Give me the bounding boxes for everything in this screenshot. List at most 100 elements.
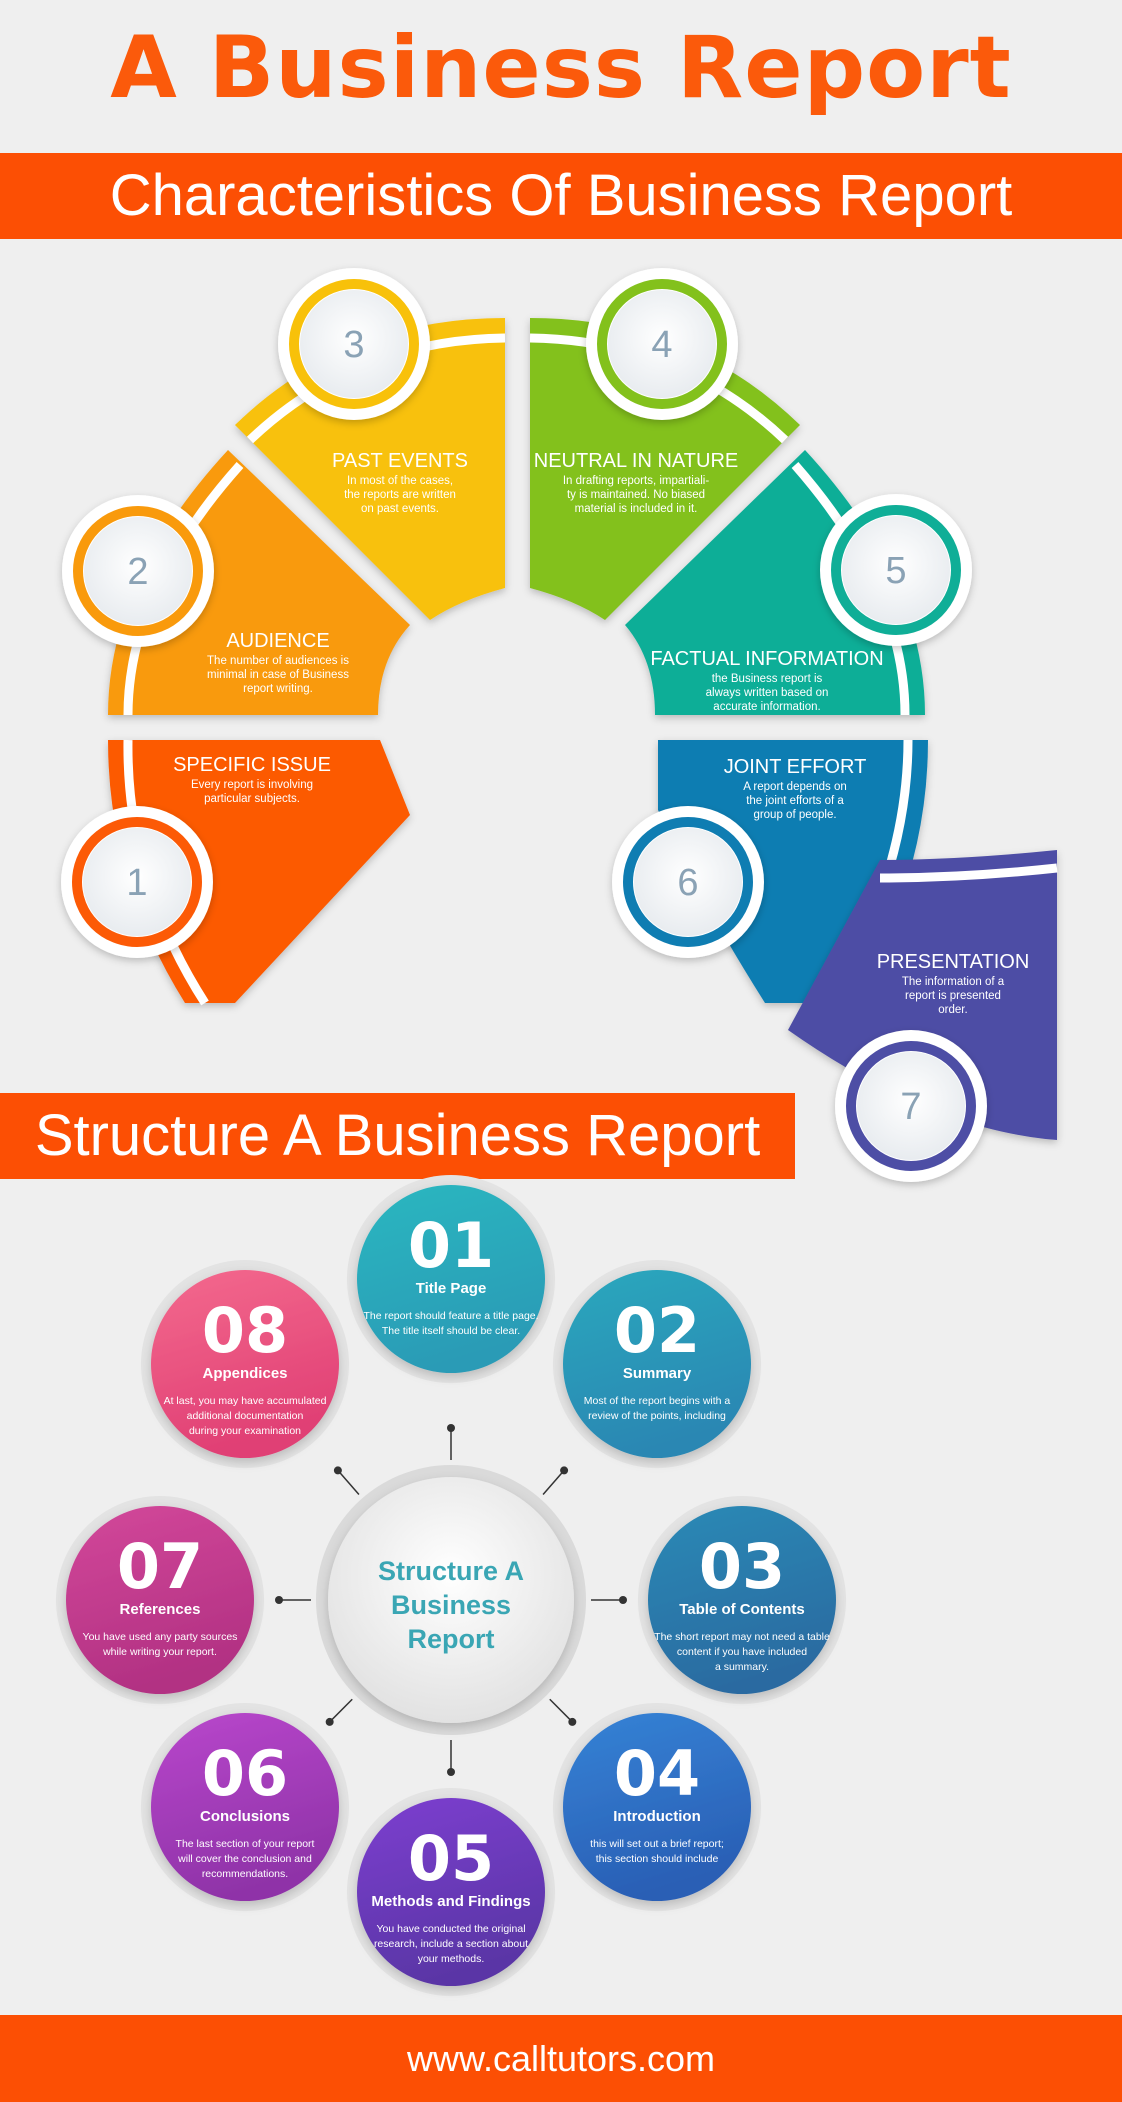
- connector-line: [329, 1698, 353, 1723]
- hub-circle-inner: [328, 1477, 574, 1723]
- node-title: Appendices: [202, 1365, 287, 1382]
- characteristic-desc-line: The number of audiences is: [207, 655, 349, 667]
- node-desc-line: this section should include: [596, 1853, 719, 1865]
- node-number: 05: [408, 1822, 494, 1895]
- badge-inner: [857, 1052, 965, 1160]
- characteristic-title: JOINT EFFORT: [724, 756, 867, 778]
- node-desc-line: your methods.: [418, 1953, 485, 1965]
- node-circle: [563, 1270, 751, 1458]
- node-title: Summary: [623, 1365, 692, 1382]
- node-number: 06: [202, 1737, 288, 1810]
- footer-url: www.calltutors.com: [0, 2015, 1122, 2102]
- characteristic-badge-5: 5: [820, 494, 972, 646]
- connector-dot: [325, 1717, 334, 1726]
- characteristic-desc-line: report is presented: [905, 990, 1001, 1002]
- characteristic-title: AUDIENCE: [226, 630, 329, 652]
- node-number: 03: [699, 1530, 785, 1603]
- node-desc-line: You have used any party sources: [83, 1631, 238, 1643]
- badge-inner: [84, 517, 192, 625]
- characteristic-desc-line: material is included in it.: [575, 503, 698, 515]
- node-title: Table of Contents: [679, 1601, 805, 1618]
- connector-dot: [447, 1424, 455, 1432]
- badge-inner: [634, 828, 742, 936]
- hub-label-line-2: Business: [391, 1590, 511, 1620]
- characteristic-desc-line: In drafting reports, impartiali-: [563, 475, 710, 487]
- connector-line: [337, 1469, 360, 1496]
- badge-inner: [83, 828, 191, 936]
- page-title: A Business Report: [110, 18, 1012, 118]
- node-desc-line: research, include a section about: [374, 1938, 528, 1950]
- characteristic-desc-line: In most of the cases,: [347, 475, 453, 487]
- node-desc-line: At last, you may have accumulated: [164, 1395, 327, 1407]
- node-desc-line: while writing your report.: [102, 1646, 217, 1658]
- badge-number: 1: [126, 862, 147, 904]
- characteristic-desc-line: report writing.: [243, 683, 313, 695]
- characteristic-title: PAST EVENTS: [332, 450, 468, 472]
- node-desc-line: additional documentation: [187, 1410, 304, 1422]
- structure-heading: Structure A Business Report: [0, 1093, 795, 1179]
- connector-dot: [619, 1596, 627, 1604]
- characteristic-badge-2: 2: [62, 495, 214, 647]
- badge-ring: [597, 279, 727, 409]
- characteristic-desc-line: on past events.: [361, 503, 439, 515]
- node-desc-line: a summary.: [715, 1661, 769, 1673]
- badge-ring: [831, 505, 961, 635]
- node-desc-line: The report should feature a title page.: [363, 1310, 538, 1322]
- badge-number: 4: [651, 324, 672, 366]
- characteristics-heading: Characteristics Of Business Report: [0, 153, 1122, 239]
- node-desc-line: content if you have included: [677, 1646, 807, 1658]
- node-desc-line: You have conducted the original: [376, 1923, 525, 1935]
- node-desc-line: recommendations.: [202, 1868, 288, 1880]
- characteristic-desc-line: the joint efforts of a: [746, 795, 844, 807]
- connector-dot: [447, 1768, 455, 1776]
- characteristic-badge-4: 4: [586, 268, 738, 420]
- characteristic-desc-line: order.: [938, 1004, 967, 1016]
- badge-number: 3: [343, 324, 364, 366]
- node-title: Methods and Findings: [371, 1893, 530, 1910]
- characteristic-desc-line: The information of a: [902, 976, 1005, 988]
- node-desc-line: review of the points, including: [588, 1410, 726, 1422]
- node-circle: [648, 1506, 836, 1694]
- node-title: Introduction: [613, 1808, 700, 1825]
- connector-dot: [560, 1466, 569, 1475]
- characteristic-desc-line: accurate information.: [713, 701, 820, 713]
- node-number: 07: [117, 1530, 203, 1603]
- characteristic-desc-line: the Business report is: [712, 673, 823, 685]
- characteristic-desc-line: Every report is involving: [191, 779, 313, 791]
- node-number: 04: [614, 1737, 700, 1810]
- badge-number: 5: [885, 550, 906, 592]
- node-circle: [357, 1185, 545, 1373]
- node-desc-line: The short report may not need a table: [654, 1631, 830, 1643]
- hub-label-line-3: Report: [408, 1624, 495, 1654]
- node-circle: [357, 1798, 545, 1986]
- node-number: 08: [202, 1294, 288, 1367]
- node-title: Conclusions: [200, 1808, 290, 1825]
- characteristic-badge-6: 6: [612, 806, 764, 958]
- badge-ring: [623, 817, 753, 947]
- characteristic-desc-line: ty is maintained. No biased: [567, 489, 705, 501]
- characteristic-badge-1: 1: [61, 806, 213, 958]
- node-desc-line: during your examination: [189, 1425, 301, 1437]
- badge-number: 6: [677, 862, 698, 904]
- node-number: 01: [408, 1209, 494, 1282]
- node-desc-line: Most of the report begins with a: [584, 1395, 731, 1407]
- connector-dot: [568, 1717, 577, 1726]
- badge-ring: [846, 1041, 976, 1171]
- badge-ring: [289, 279, 419, 409]
- connector-dot: [333, 1466, 342, 1475]
- node-circle: [151, 1270, 339, 1458]
- characteristic-title: NEUTRAL IN NATURE: [534, 450, 738, 472]
- characteristic-badge-3: 3: [278, 268, 430, 420]
- characteristic-badge-7: 7: [835, 1030, 987, 1182]
- badge-ring: [72, 817, 202, 947]
- characteristic-desc-line: minimal in case of Business: [207, 669, 349, 681]
- badge-inner: [300, 290, 408, 398]
